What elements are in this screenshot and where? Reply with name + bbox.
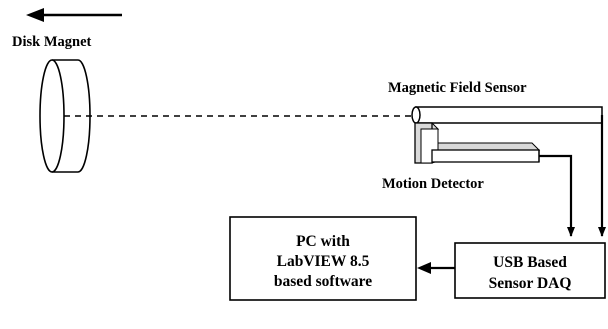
- pc-box-line2: LabVIEW 8.5: [277, 253, 370, 270]
- daq-box-line2: Sensor DAQ: [489, 275, 572, 292]
- disk-magnet-label: Disk Magnet: [12, 34, 92, 50]
- pc-box: PC with LabVIEW 8.5 based software: [229, 216, 417, 301]
- daq-box-line1: USB Based: [493, 254, 567, 271]
- magnetic-field-sensor: [411, 106, 603, 124]
- motion-detector: [413, 122, 541, 164]
- daq-to-pc-arrow: [417, 262, 455, 274]
- motion-detector-label: Motion Detector: [382, 176, 484, 192]
- disk-magnet: [39, 59, 91, 173]
- magnetic-field-sensor-label: Magnetic Field Sensor: [388, 80, 527, 96]
- motion-detector-cable: [539, 154, 575, 237]
- pc-box-line1: PC with: [296, 233, 350, 250]
- pc-box-line3: based software: [274, 273, 372, 290]
- daq-box: USB Based Sensor DAQ: [454, 242, 606, 299]
- direction-arrow: [26, 8, 122, 22]
